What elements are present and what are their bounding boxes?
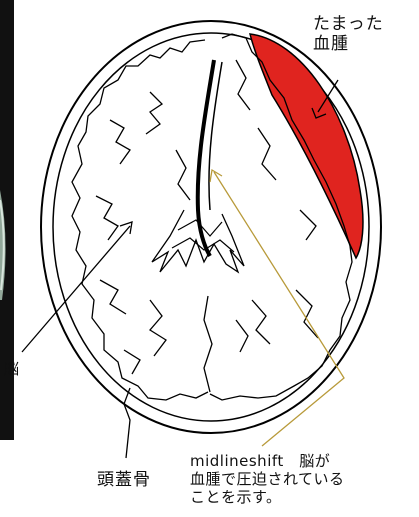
midline-structure bbox=[152, 60, 244, 272]
hematoma-label: たまった 血腫 bbox=[313, 14, 384, 55]
skull-label: 頭蓋骨 bbox=[97, 470, 151, 490]
midline-shift-label: midlineshift 脳が 血腫で圧迫されている ことを示す。 bbox=[190, 452, 345, 506]
brain-label: 脳 bbox=[4, 360, 19, 378]
